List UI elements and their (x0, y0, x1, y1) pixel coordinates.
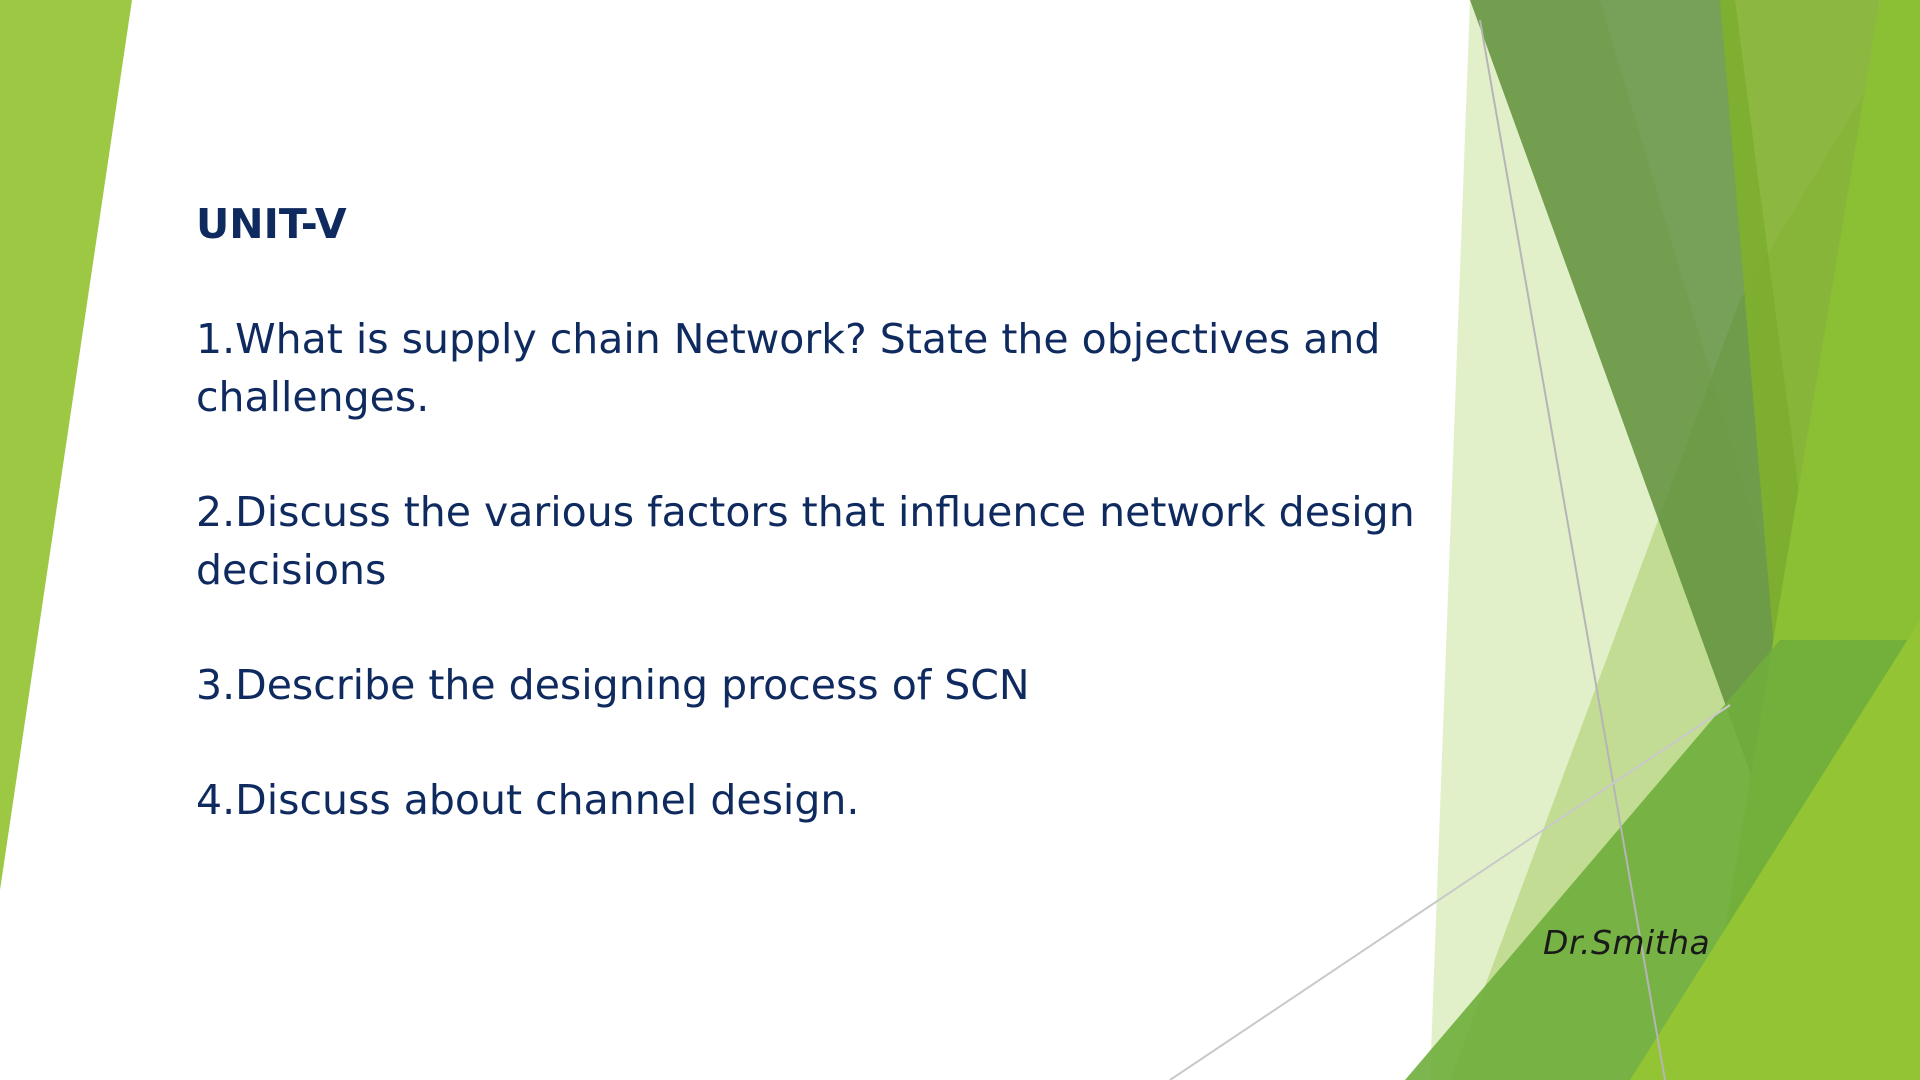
thin-diagonal-line-2 (1169, 704, 1731, 1080)
bottom-right-green (1630, 620, 1920, 1080)
right-dark-band (1470, 0, 1800, 800)
question-2: 2.Discuss the various factors that influ… (196, 488, 1415, 594)
unit-title: UNIT-V (196, 200, 347, 248)
question-3: 3.Describe the designing process of SCN (196, 661, 1030, 709)
slide-content: UNIT-V 1.What is supply chain Network? S… (196, 195, 1416, 886)
left-green-shape (0, 0, 132, 890)
author-name: Dr.Smitha (1543, 923, 1711, 962)
question-4: 4.Discuss about channel design. (196, 776, 860, 824)
question-1: 1.What is supply chain Network? State th… (196, 315, 1381, 421)
right-olive-band (1720, 0, 1880, 720)
thin-diagonal-line-1 (1479, 19, 1666, 1080)
